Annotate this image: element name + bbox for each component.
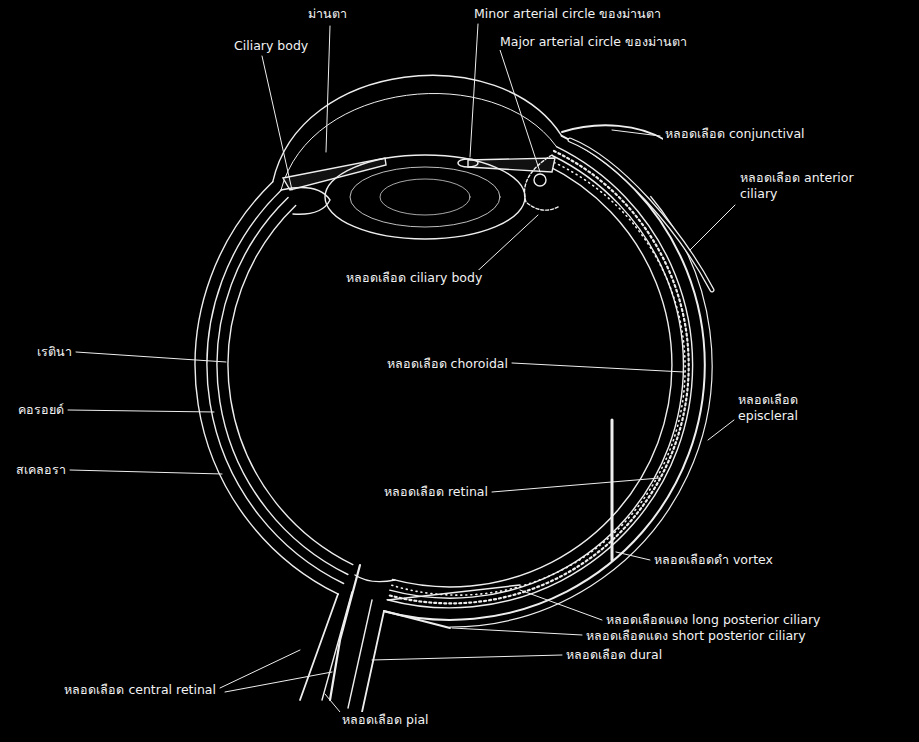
long-ciliary-label: หลอดเลือดแดง long posterior ciliary <box>604 612 822 628</box>
vortex-label: หลอดเลือดดำ vortex <box>652 552 775 568</box>
iris-label: ม่านตา <box>306 6 349 22</box>
choroid-label: คอรอยด์ <box>16 402 66 418</box>
lens-nucleus <box>350 167 500 227</box>
minor-circle-label: Minor arterial circle ของม่านตา <box>472 6 663 22</box>
major-arterial-circle <box>534 174 546 186</box>
short-ciliary-label: หลอดเลือดแดง short posterior ciliary <box>584 628 808 644</box>
lens-core <box>380 179 470 215</box>
retinal-vessels <box>391 160 685 595</box>
choroid-left <box>207 190 344 583</box>
pial-label: หลอดเลือด pial <box>340 712 431 728</box>
iris-left <box>283 158 386 190</box>
ciliary-body-label: Ciliary body <box>232 38 310 54</box>
cornea-inner <box>281 93 556 190</box>
choroidal-vessels <box>388 151 689 603</box>
retina-label: เรตินา <box>35 344 74 360</box>
episcleral-label: หลอดเลือด episcleral <box>736 392 850 423</box>
ciliary-body-left <box>281 188 330 215</box>
conjunctival-label: หลอดเลือด conjunctival <box>663 126 807 142</box>
optic-nerve-sheath-right <box>362 611 384 712</box>
sclera-left <box>195 182 338 595</box>
lens <box>325 155 525 239</box>
vortex-vein <box>611 420 614 560</box>
anterior-ciliary-label: หลอดเลือด anterior ciliary <box>738 170 872 201</box>
cornea <box>273 75 562 181</box>
major-circle-label: Major arterial circle ของม่านตา <box>498 34 689 50</box>
choroidal-label: หลอดเลือด choroidal <box>385 356 510 372</box>
disc-vessels <box>355 575 395 582</box>
leader-lines <box>68 24 735 712</box>
central-retinal-vessel <box>330 565 360 700</box>
dural-label: หลอดเลือด dural <box>564 647 664 663</box>
ciliary-vessel-label: หลอดเลือด ciliary body <box>344 270 484 286</box>
anterior-ciliary-lumen <box>570 140 712 290</box>
conjunctival-vessel <box>562 125 665 140</box>
ciliary-body-right <box>524 155 560 210</box>
long-posterior-ciliary <box>388 585 520 600</box>
optic-nerve-right <box>348 600 372 708</box>
iris-right <box>468 158 555 172</box>
retinal-label: หลอดเลือด retinal <box>382 484 490 500</box>
sclera-label: สเคลอรา <box>14 462 68 478</box>
retina-left <box>228 205 353 564</box>
choroid-inner-left <box>217 198 348 575</box>
retina-right <box>393 165 672 587</box>
central-retinal-label: หลอดเลือด central retinal <box>62 682 218 698</box>
short-posterior-ciliary <box>384 611 450 628</box>
anterior-ciliary-vessel <box>570 140 712 290</box>
